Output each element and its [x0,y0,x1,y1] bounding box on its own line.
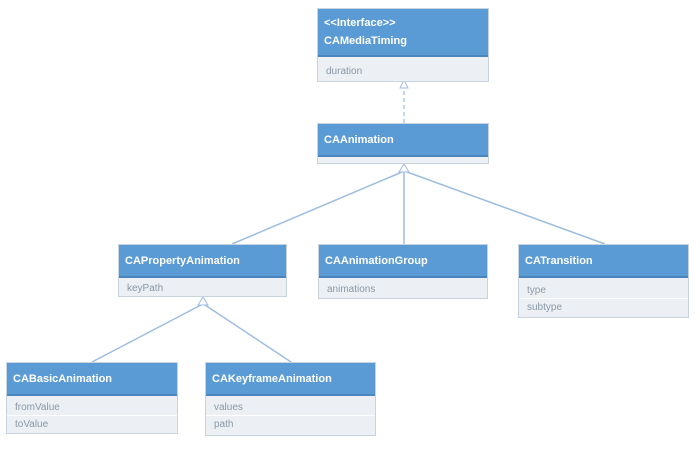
class-attribute: keyPath [127,283,164,294]
inheritance-line-basic-animation [91,304,202,363]
class-attribute: toValue [15,419,49,430]
class-camediatiming: <<Interface>> CAMediaTiming duration [317,8,489,82]
inheritance-line-transition [406,171,606,245]
class-name: CAPropertyAnimation [125,254,240,267]
class-attribute: fromValue [7,399,177,416]
class-attribute: duration [326,66,363,77]
class-header: CAAnimationGroup [319,245,487,278]
class-attribute: subtype [527,302,563,313]
class-stereotype: <<Interface>> [324,17,396,29]
class-catransition: CATransition type subtype [518,244,689,318]
class-header: CABasicAnimation [7,363,177,396]
realization-arrowhead [399,78,409,89]
inheritance-arrowhead-property-animation [197,296,209,306]
class-cabasicanimation: CABasicAnimation fromValue toValue [6,362,178,434]
class-attribute: animations [327,284,376,295]
class-attribute: values [206,399,375,416]
class-name: CAAnimation [324,133,394,146]
inheritance-arrowhead-animation [398,163,410,173]
class-attribute: path [214,419,234,430]
inheritance-line-keyframe-animation [204,304,292,363]
class-caanimation: CAAnimation [317,123,489,164]
class-header: CAAnimation [318,124,488,157]
class-caanimationgroup: CAAnimationGroup animations [318,244,488,299]
class-name: CAMediaTiming [324,35,407,47]
class-cakeyframeanimation: CAKeyframeAnimation values path [205,362,376,436]
inheritance-line-property-animation [231,171,403,245]
class-header: CAKeyframeAnimation [206,363,375,396]
class-header: <<Interface>> CAMediaTiming [318,9,488,57]
class-name: CABasicAnimation [13,372,113,385]
class-header: CAPropertyAnimation [119,245,286,278]
class-capropertyanimation: CAPropertyAnimation keyPath [118,244,287,297]
class-attribute: type [519,282,688,299]
class-header: CATransition [519,245,688,278]
class-name: CAKeyframeAnimation [212,372,332,385]
class-name: CATransition [525,254,593,267]
class-name: CAAnimationGroup [325,254,428,267]
